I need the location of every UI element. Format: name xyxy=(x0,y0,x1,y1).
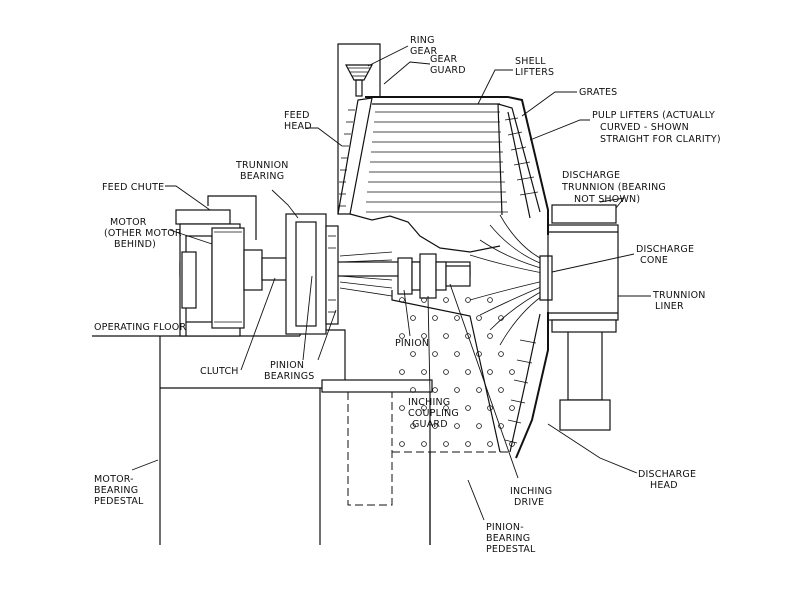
concrete-dot xyxy=(465,333,471,339)
concrete-dot xyxy=(399,333,405,339)
concrete-dot xyxy=(487,297,493,303)
ring-gear-teeth xyxy=(345,64,373,81)
concrete-dot xyxy=(476,387,482,393)
concrete-dot xyxy=(476,351,482,357)
concrete-dot xyxy=(410,315,416,321)
concrete-dot xyxy=(399,369,405,375)
inching-drive xyxy=(445,265,471,287)
concrete-dot xyxy=(443,369,449,375)
concrete-dot xyxy=(443,333,449,339)
concrete-dot xyxy=(399,297,405,303)
concrete-dot xyxy=(498,351,504,357)
concrete-dot xyxy=(509,369,515,375)
concrete-dot xyxy=(443,297,449,303)
drive-train xyxy=(175,195,471,337)
label-grates: GRATES xyxy=(579,87,617,98)
concrete-dot xyxy=(487,369,493,375)
pinion xyxy=(397,257,413,295)
concrete-dot xyxy=(410,387,416,393)
concrete-dot xyxy=(454,423,460,429)
concrete-dot xyxy=(399,441,405,447)
concrete-dot xyxy=(421,297,427,303)
concrete-dot xyxy=(465,297,471,303)
concrete-dot xyxy=(487,333,493,339)
concrete-dot xyxy=(443,441,449,447)
label-clutch: CLUTCH xyxy=(200,366,239,377)
concrete-dot xyxy=(421,369,427,375)
concrete-dot xyxy=(476,423,482,429)
concrete-dot xyxy=(465,405,471,411)
concrete-dot xyxy=(465,441,471,447)
foundation xyxy=(92,329,510,545)
concrete-dot xyxy=(487,405,493,411)
concrete-dot xyxy=(410,351,416,357)
gear-guard xyxy=(337,43,381,214)
concrete-dot xyxy=(421,441,427,447)
concrete-dot xyxy=(487,441,493,447)
concrete-dot xyxy=(432,387,438,393)
label-pinion: PINION xyxy=(395,338,429,349)
discharge-trunnion xyxy=(547,204,619,431)
concrete-dot xyxy=(410,423,416,429)
concrete-dot xyxy=(454,387,460,393)
concrete-dot xyxy=(498,315,504,321)
label-feed-chute: FEED CHUTE xyxy=(102,182,164,193)
mill-shell xyxy=(349,96,508,253)
concrete-dot xyxy=(509,441,515,447)
discharge-head xyxy=(469,96,553,459)
concrete-dot xyxy=(454,315,460,321)
inching-coupling xyxy=(419,253,437,299)
discharge-cone xyxy=(539,255,553,301)
concrete-dot xyxy=(498,387,504,393)
concrete-dot xyxy=(432,423,438,429)
concrete-dot xyxy=(509,405,515,411)
concrete-dot xyxy=(399,405,405,411)
feed-head xyxy=(337,97,373,215)
concrete-dot xyxy=(443,405,449,411)
concrete-dot xyxy=(476,315,482,321)
leader-lines xyxy=(131,45,651,521)
concrete-dot xyxy=(421,405,427,411)
concrete-dot xyxy=(432,315,438,321)
label-operating-floor: OPERATING FLOOR xyxy=(94,322,186,333)
concrete-dot xyxy=(454,351,460,357)
concrete-dot xyxy=(432,351,438,357)
concrete-dot xyxy=(421,333,427,339)
concrete-dot xyxy=(465,369,471,375)
